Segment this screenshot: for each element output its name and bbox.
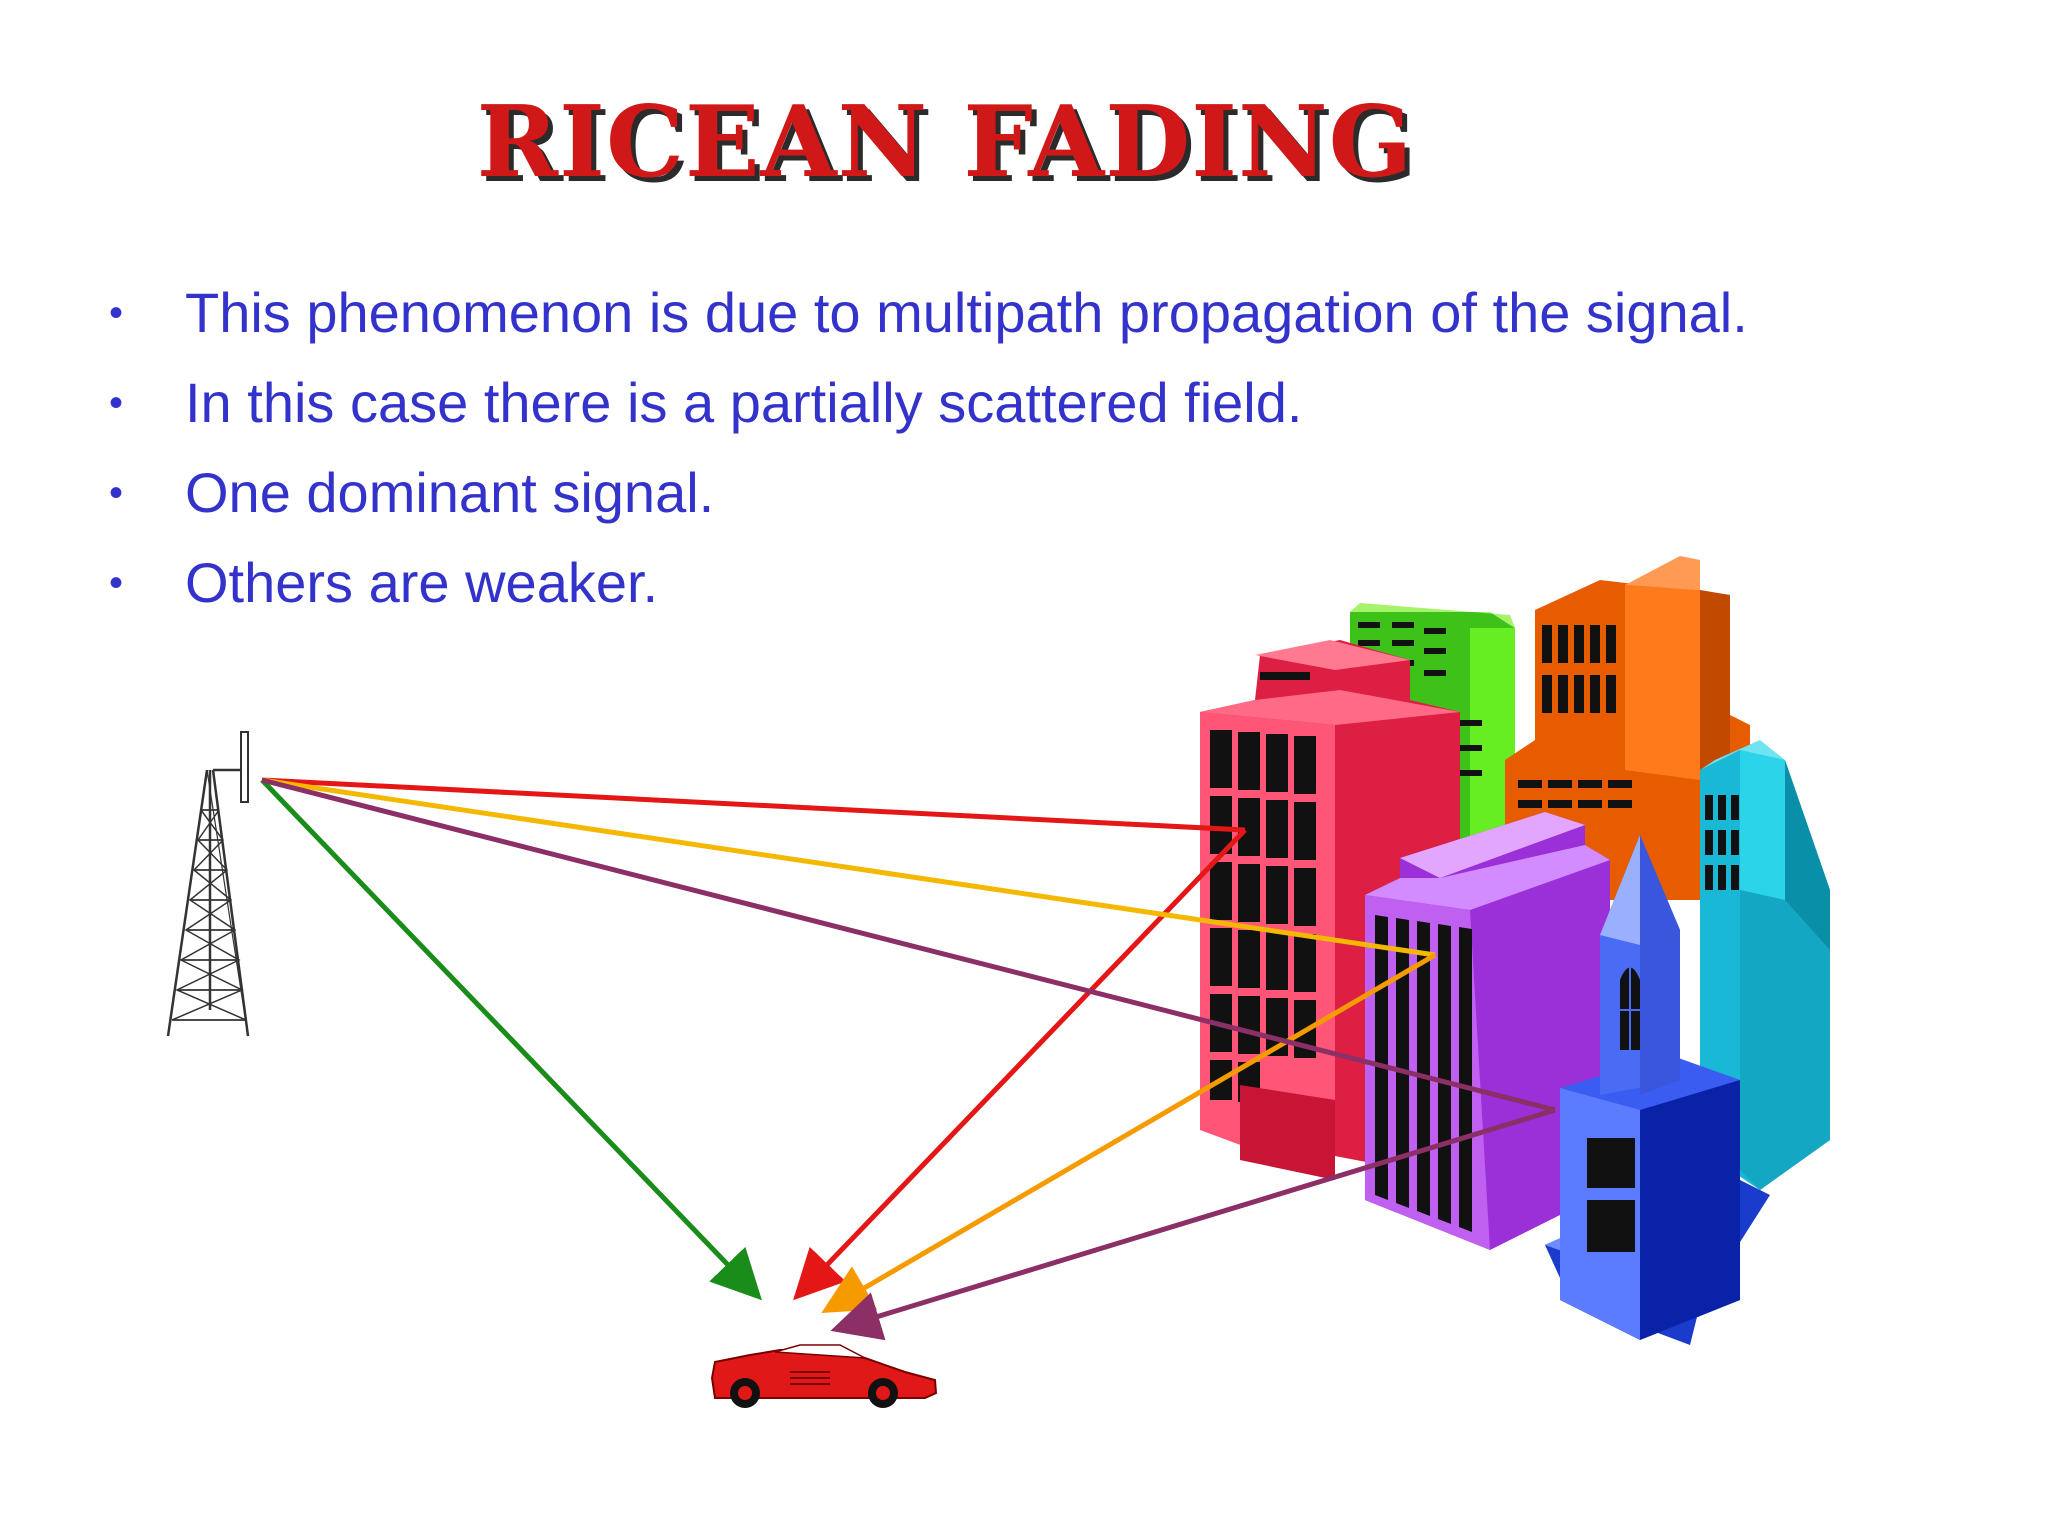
bullet-text: One dominant signal.	[185, 461, 715, 524]
reflected-path-red-in	[261, 777, 1246, 833]
bullet-list: • This phenomenon is due to multipath pro…	[105, 268, 1748, 628]
bullet-item: • One dominant signal.	[105, 448, 1748, 538]
bullet-text: In this case there is a partially scatte…	[185, 371, 1303, 434]
bullet-dot-icon: •	[109, 381, 124, 425]
bullet-dot-icon: •	[109, 561, 124, 605]
signal-paths	[260, 777, 1556, 1341]
reflected-path-purple-out	[830, 1107, 1556, 1341]
reflected-path-yellow-in	[261, 777, 1436, 958]
city-buildings-icon	[1200, 556, 1830, 1345]
direct-path-arrow	[260, 778, 762, 1301]
transmission-tower-icon	[166, 731, 250, 1037]
reflected-path-red-out	[793, 828, 1247, 1301]
bullet-text: Others are weaker.	[185, 551, 659, 614]
bullet-item: • In this case there is a partially scatt…	[105, 358, 1748, 448]
bullet-dot-icon: •	[109, 291, 124, 335]
car-icon	[710, 1344, 938, 1408]
reflected-path-purple-in	[261, 777, 1556, 1113]
reflected-path-orange-out	[821, 952, 1437, 1314]
bullet-item: • This phenomenon is due to multipath pro…	[105, 268, 1748, 358]
slide-title: RICEAN FADING	[476, 85, 1414, 200]
bullet-text: This phenomenon is due to multipath prop…	[185, 281, 1748, 344]
bullet-dot-icon: •	[109, 471, 124, 515]
bullet-item: • Others are weaker.	[105, 538, 1748, 628]
